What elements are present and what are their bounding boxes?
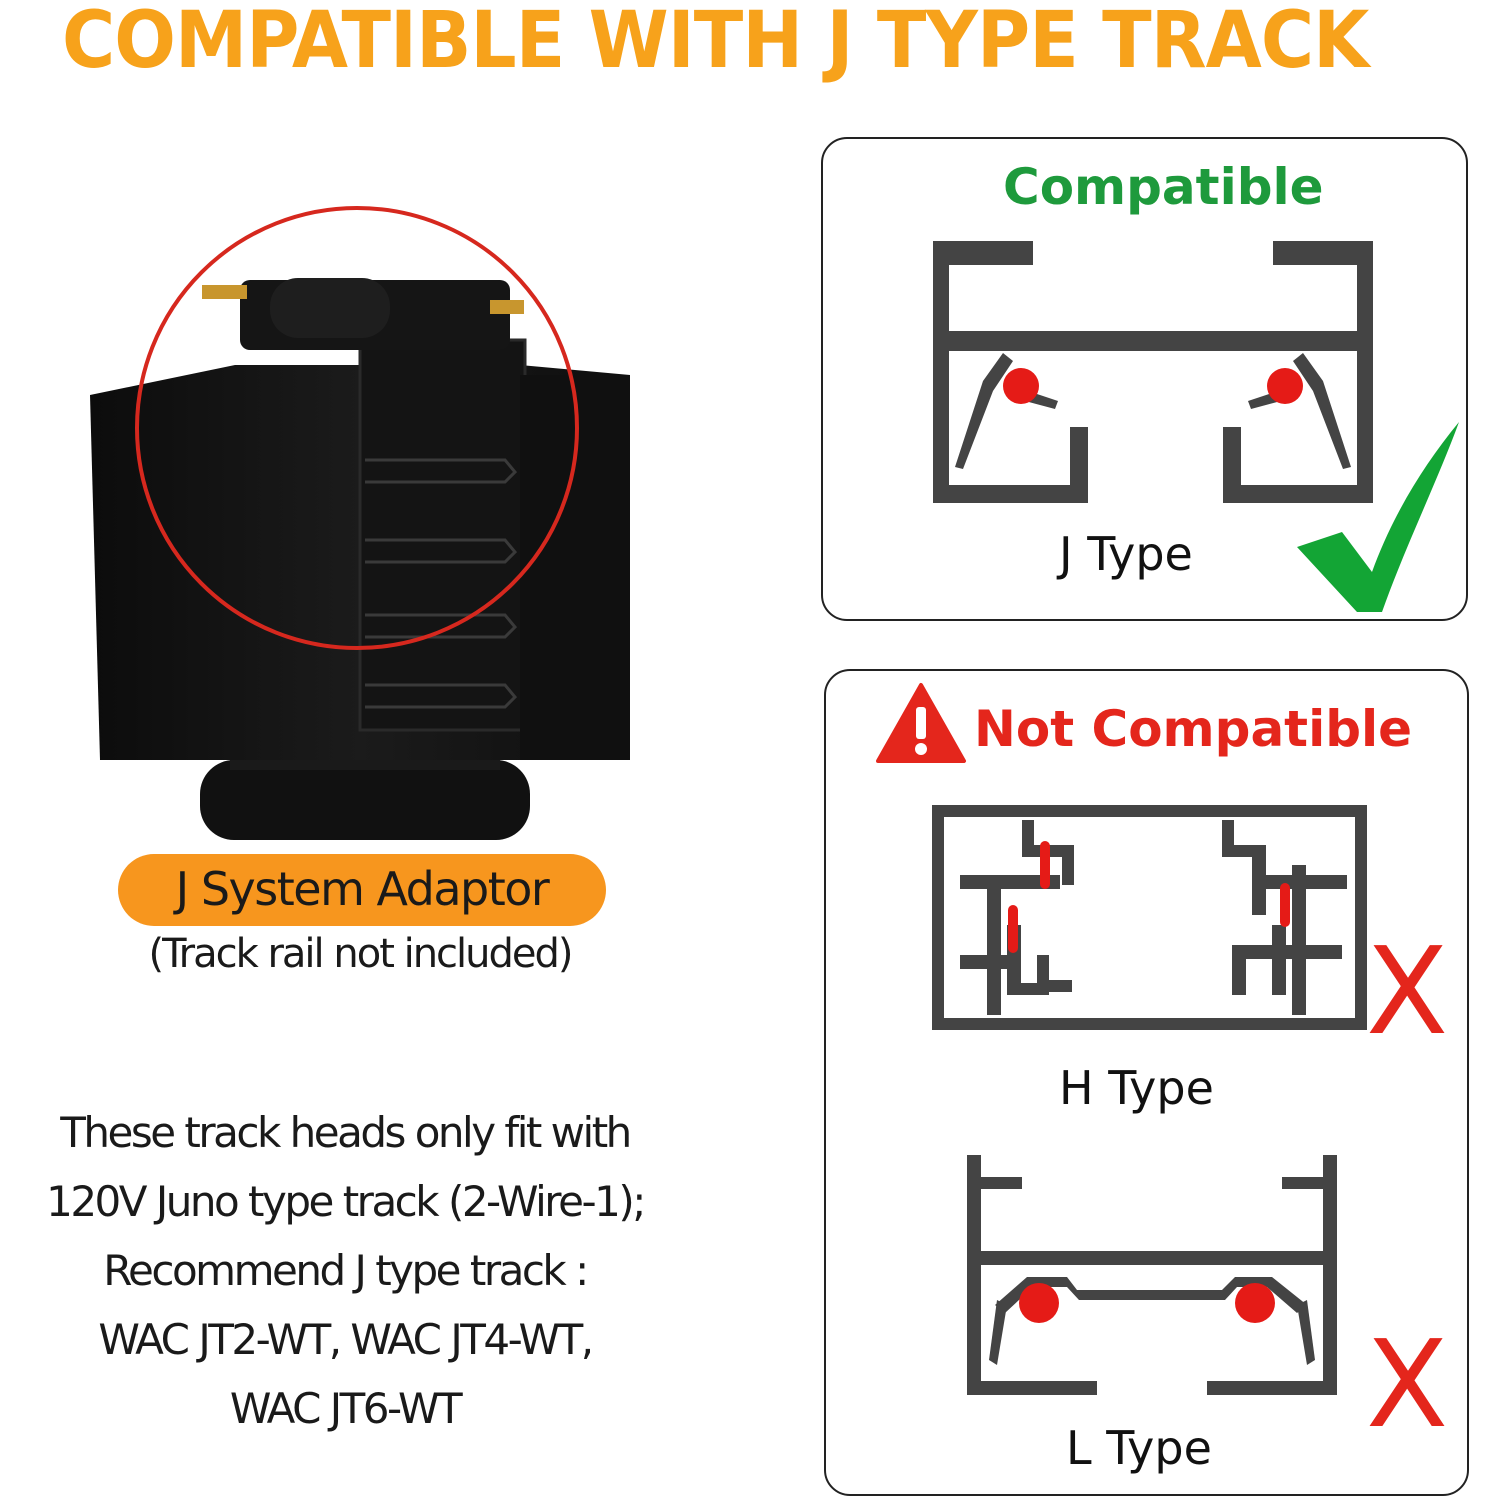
adaptor-name: J System Adaptor — [175, 862, 550, 916]
j-type-label: J Type — [1059, 527, 1193, 581]
l-type-label: L Type — [1066, 1421, 1212, 1475]
track-adaptor-image — [90, 206, 630, 840]
h-type-label: H Type — [1059, 1061, 1214, 1115]
check-icon — [1297, 422, 1459, 612]
compatibility-description: These track heads only fit with 120V Jun… — [20, 1098, 670, 1443]
x-icon: X — [1366, 923, 1449, 1062]
warning-triangle-icon — [876, 683, 966, 763]
not-compatible-panel: Not Compatible X H Type — [824, 669, 1469, 1496]
h-type-track-diagram — [932, 805, 1367, 1030]
description-line: Recommend J type track : — [103, 1246, 589, 1295]
description-line: WAC JT6-WT — [229, 1384, 463, 1433]
compatible-heading: Compatible — [1003, 158, 1324, 216]
description-line: 120V Juno type track (2-Wire-1); — [46, 1177, 646, 1226]
description-line: WAC JT2-WT, WAC JT4-WT, — [98, 1315, 594, 1364]
headline: COMPATIBLE WITH J TYPE TRACK — [62, 0, 1369, 86]
description-line: These track heads only fit with — [60, 1108, 632, 1157]
j-type-track-diagram — [933, 241, 1373, 503]
not-compatible-heading: Not Compatible — [974, 700, 1413, 758]
x-icon: X — [1366, 1316, 1449, 1455]
compatible-panel: Compatible J Type — [821, 137, 1468, 621]
adaptor-label-pill — [118, 854, 606, 926]
adaptor-note: (Track rail not included) — [148, 931, 573, 977]
l-type-track-diagram — [967, 1155, 1337, 1395]
